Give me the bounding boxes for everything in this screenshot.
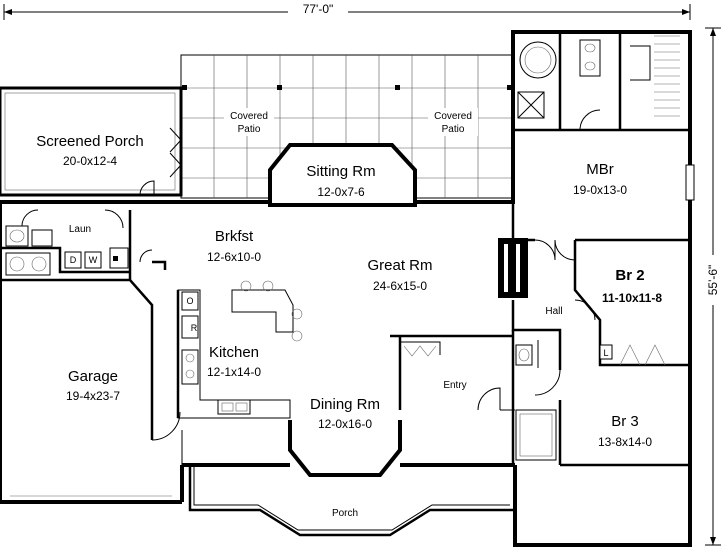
sitting-room-size: 12-0x7-6 — [317, 185, 365, 199]
washer-label: W — [89, 255, 98, 265]
bedroom-2-size: 11-10x11-8 — [602, 291, 662, 305]
kitchen-size: 12-1x14-0 — [207, 365, 261, 379]
sitting-room-bay — [268, 143, 417, 207]
bedroom-3-size: 13-8x14-0 — [598, 435, 652, 449]
depth-dimension-line — [705, 27, 721, 546]
kitchen-pantry — [139, 249, 167, 270]
width-dimension-line — [3, 2, 691, 20]
oven-label: O — [186, 296, 193, 306]
covered-patio-right-line2: Patio — [442, 124, 465, 135]
hall-doors — [534, 239, 596, 321]
entry-walls — [390, 334, 515, 411]
front-porch — [188, 465, 515, 537]
overall-width-label: 77'-0" — [303, 2, 334, 16]
screened-porch-name: Screened Porch — [36, 133, 144, 150]
master-bedroom-name: MBr — [586, 161, 614, 178]
kitchen-island — [231, 280, 303, 342]
master-bedroom-size: 19-0x13-0 — [573, 183, 627, 197]
hall-name: Hall — [545, 306, 562, 317]
dining-room-bay — [288, 420, 402, 477]
dining-room-size: 12-0x16-0 — [318, 417, 372, 431]
garage-name: Garage — [68, 368, 118, 385]
dryer-label: D — [70, 255, 77, 265]
sitting-room-name: Sitting Rm — [306, 163, 375, 180]
refrigerator-label: R — [191, 323, 198, 333]
dining-room-name: Dining Rm — [310, 396, 380, 413]
master-bath — [513, 32, 690, 132]
patio-posts — [182, 85, 512, 90]
laundry-walls — [0, 209, 132, 274]
screened-porch — [0, 86, 183, 197]
br2-closet — [599, 344, 666, 366]
bedroom-2-name: Br 2 — [615, 267, 644, 284]
laundry-name: Laun — [69, 224, 91, 235]
bedroom-3-name: Br 3 — [611, 413, 639, 430]
covered-patio-right-line1: Covered — [434, 111, 472, 122]
garage-size: 19-4x23-7 — [66, 389, 120, 403]
hall-bath — [515, 340, 561, 461]
great-room-size: 24-6x15-0 — [373, 279, 427, 293]
covered-patio-left-line1: Covered — [230, 111, 268, 122]
master-window — [685, 164, 695, 201]
kitchen-counter — [176, 289, 291, 419]
overall-depth-label: 55'-6" — [706, 265, 720, 296]
garage-walls — [0, 272, 183, 465]
great-room-name: Great Rm — [367, 257, 432, 274]
covered-patio-left-line2: Patio — [238, 124, 261, 135]
kitchen-name: Kitchen — [209, 344, 259, 361]
laundry-fixtures — [5, 225, 129, 276]
porch-name: Porch — [332, 508, 358, 519]
fireplace — [498, 238, 528, 298]
linen-label: L — [603, 348, 608, 358]
breakfast-name: Brkfst — [215, 228, 254, 245]
breakfast-size: 12-6x10-0 — [207, 250, 261, 264]
bedroom-walls — [511, 202, 690, 467]
screened-porch-size: 20-0x12-4 — [63, 154, 117, 168]
entry-name: Entry — [443, 380, 466, 391]
